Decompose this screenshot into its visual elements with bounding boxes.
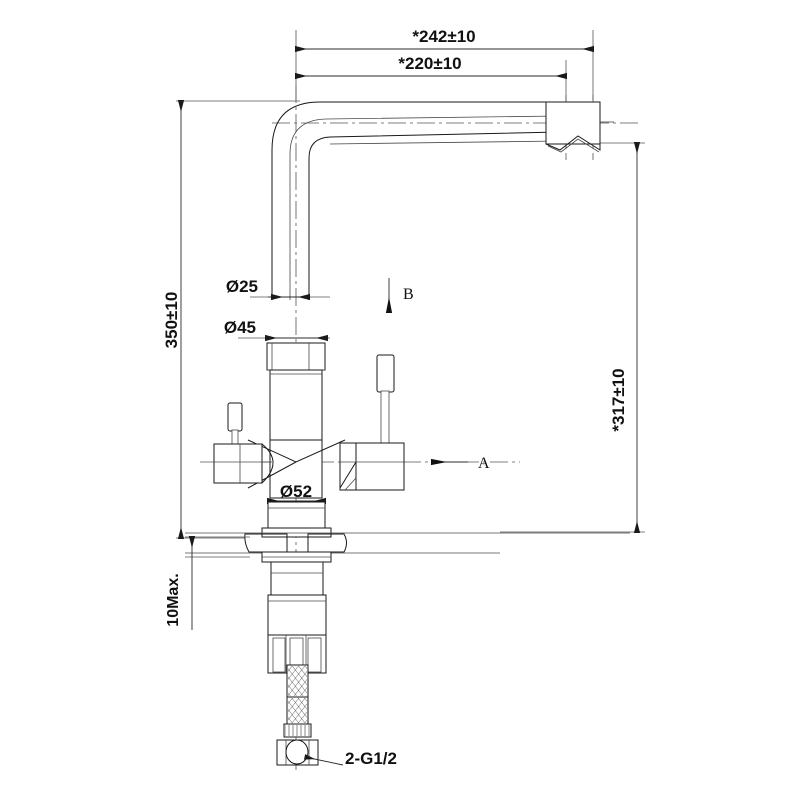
- dimension-label-body-neck-diameter: Ø45: [224, 318, 256, 337]
- thread-callout-leader: [303, 754, 344, 766]
- dimension-label-base-diameter: Ø52: [280, 482, 312, 501]
- dimension-max-deck-thickness: [185, 536, 250, 630]
- braided-inlet-hose: [284, 665, 311, 737]
- dimension-label-overall-height: 350±10: [162, 292, 181, 349]
- countertop-deck: [185, 532, 630, 554]
- dimension-spout-height: [500, 142, 645, 533]
- thread-callout-label: 2-G1/2: [345, 749, 397, 768]
- dimension-label-spout-overall-reach: *242±10: [412, 27, 475, 46]
- spout-arm: [272, 102, 560, 300]
- view-arrow-a-label: A: [478, 455, 490, 472]
- dimension-overall-height: [176, 100, 300, 539]
- dimension-label-max-deck-thickness: 10Max.: [165, 573, 182, 626]
- mounting-shank: [262, 552, 331, 635]
- center-lines: [200, 85, 640, 770]
- dimension-label-spout-tube-diameter: Ø25: [226, 277, 258, 296]
- dimension-spout-overall-reach: [295, 30, 594, 100]
- dimension-label-spout-height: *317±10: [609, 368, 628, 431]
- right-handle: [340, 355, 404, 490]
- view-arrow-b-label: B: [403, 286, 414, 303]
- left-handle: [214, 403, 273, 483]
- faucet-body-neck: [267, 343, 325, 440]
- base-escutcheon: [262, 502, 331, 537]
- spout-tip-aerator: [546, 102, 614, 153]
- g-half-hex-fitting: [277, 740, 318, 765]
- dimension-label-spout-inner-reach: *220±10: [398, 54, 461, 73]
